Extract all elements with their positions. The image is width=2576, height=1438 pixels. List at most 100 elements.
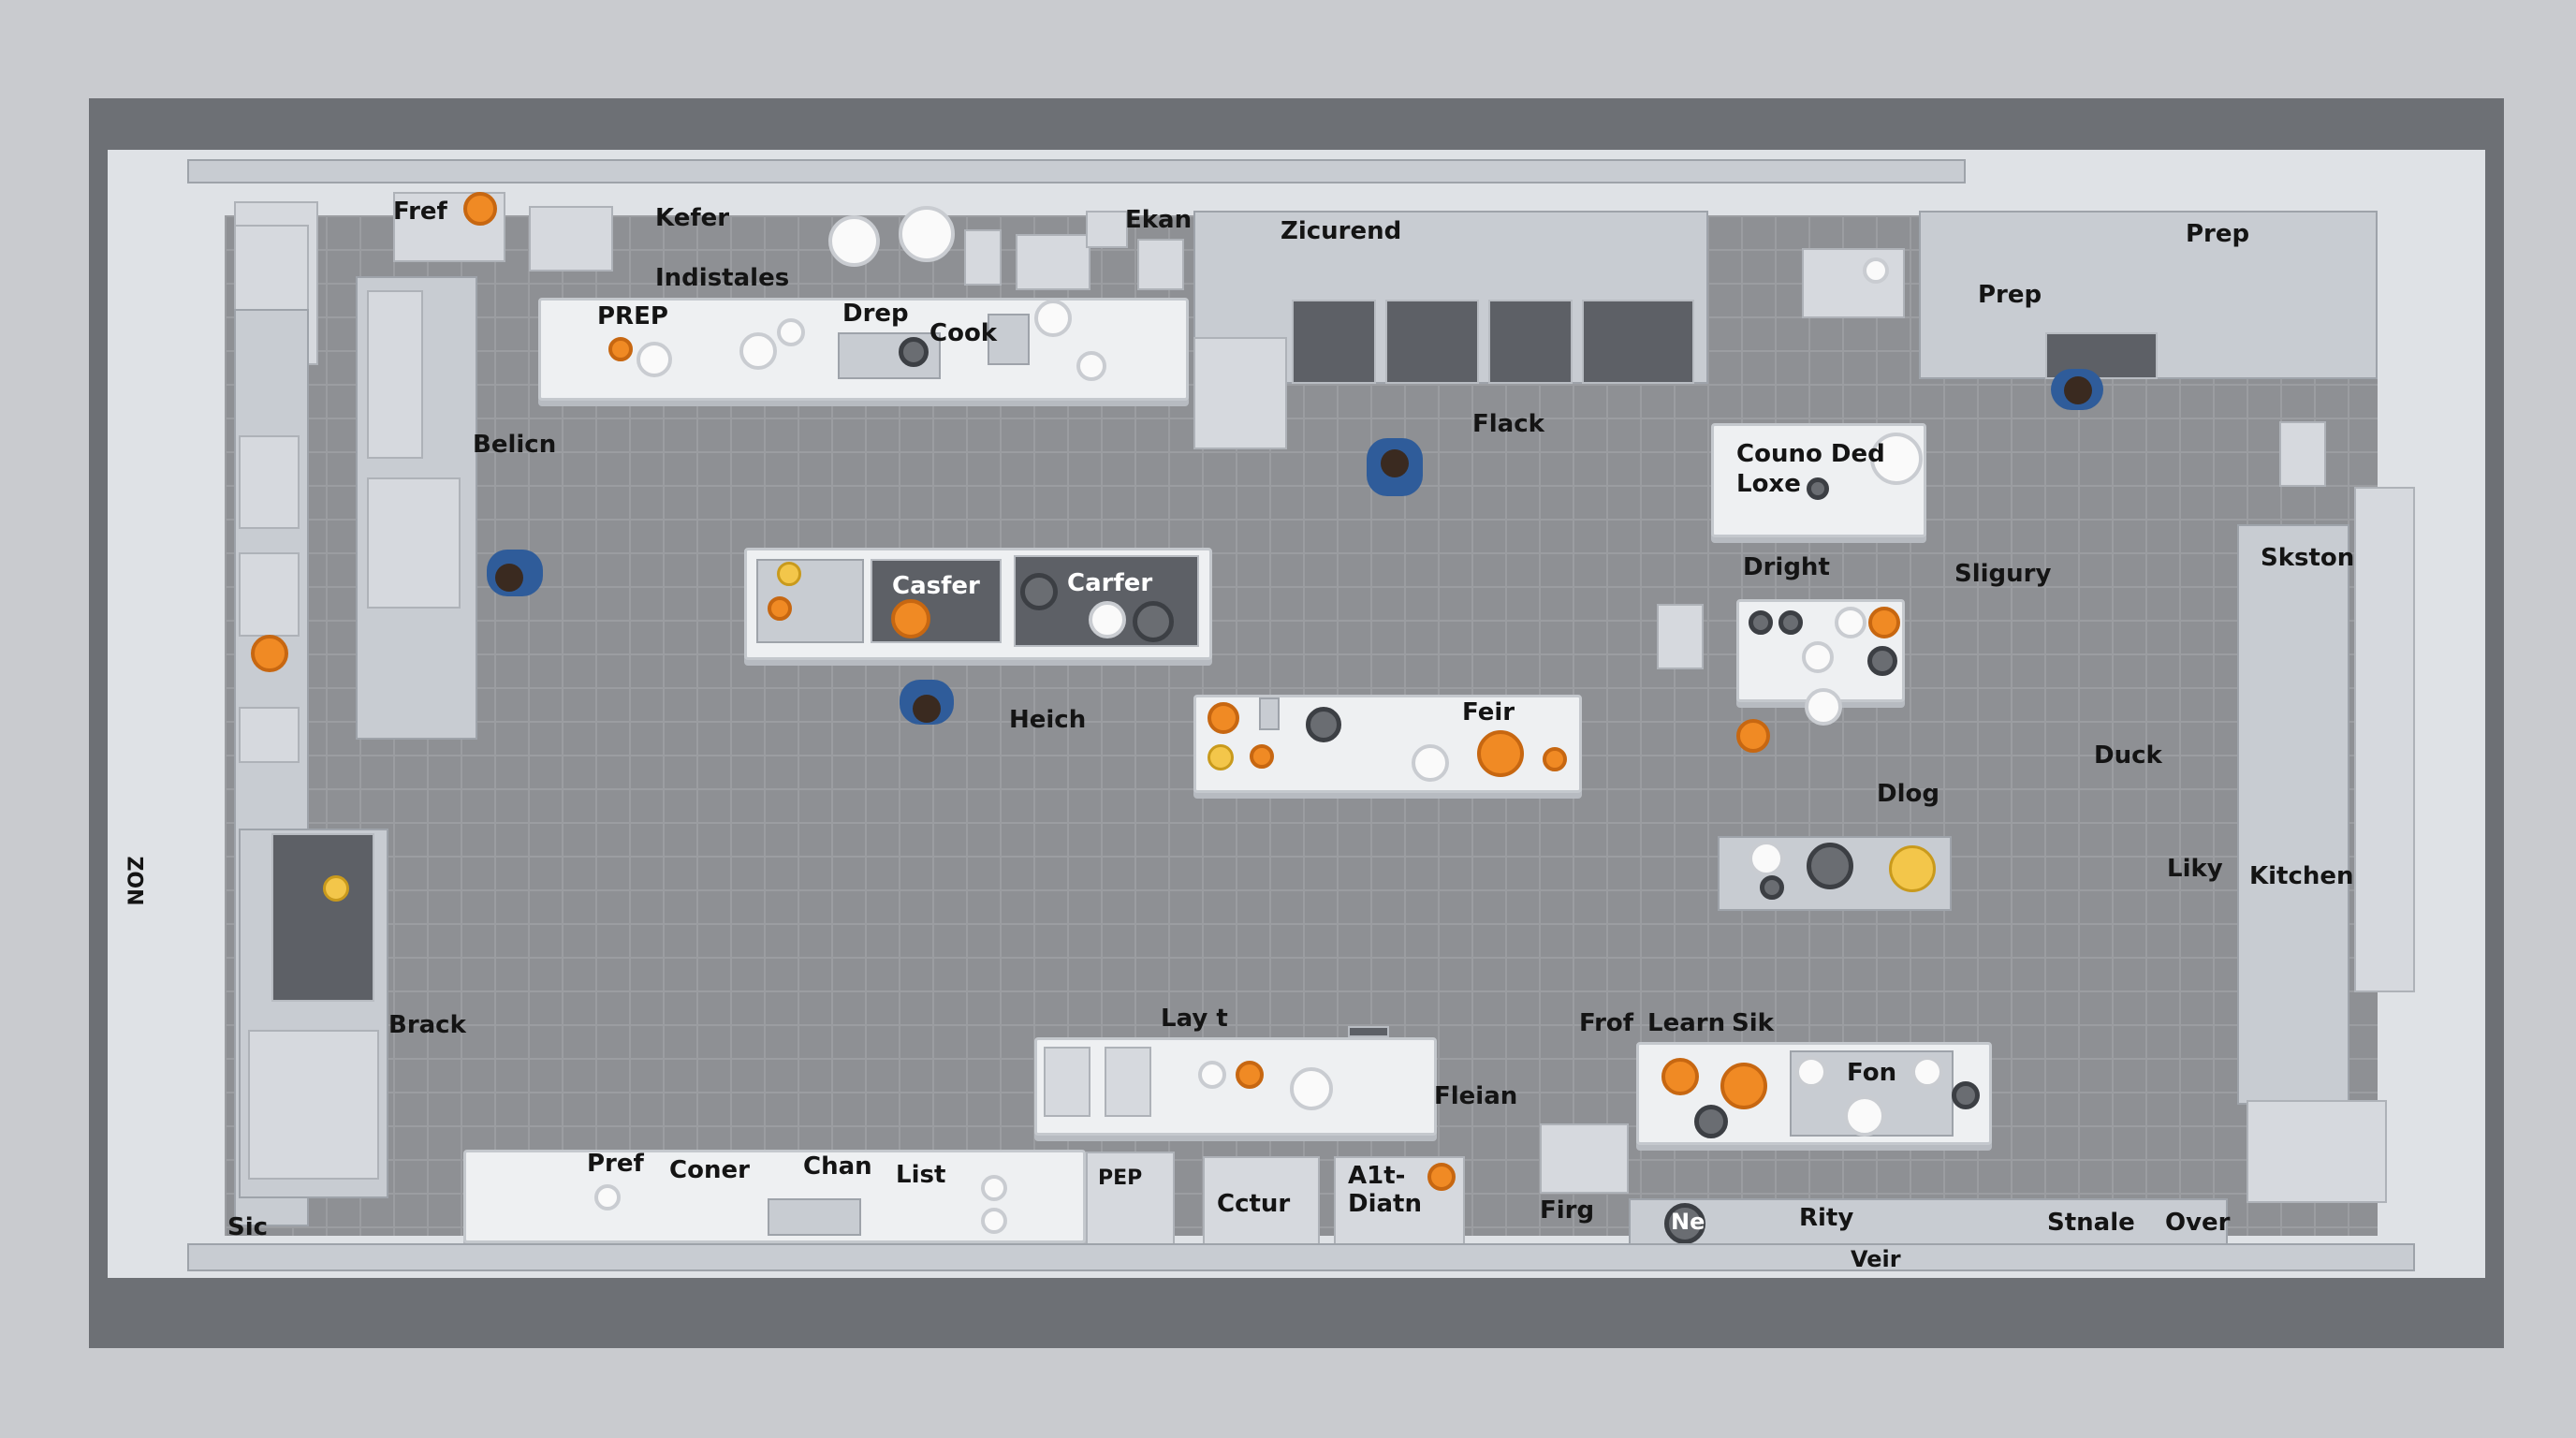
zicurend-column (1193, 337, 1287, 449)
bottom-plate-2 (981, 1175, 1007, 1201)
label-drep: Drep (842, 300, 909, 328)
casfer-cooktop (871, 559, 1002, 643)
feir-small-pan (1543, 747, 1567, 771)
label-carfer: Carfer (1067, 569, 1153, 597)
label-firg: Firg (1540, 1196, 1595, 1225)
left-wall-unit-2 (239, 552, 300, 637)
pep-station (1086, 1152, 1175, 1245)
prep-burner (899, 337, 929, 367)
shelf-plate (1863, 257, 1889, 284)
lay-t-unit-1 (1044, 1047, 1090, 1117)
bottom-sink (768, 1198, 861, 1236)
label-ekan: Ekan (1125, 206, 1193, 234)
label-heich: Heich (1009, 706, 1087, 734)
cctur-station (1203, 1156, 1320, 1245)
label-cctur: Cctur (1217, 1190, 1291, 1218)
feir-burner-1 (1306, 707, 1341, 742)
bottom-right-counter (1629, 1198, 2228, 1245)
label-kitchen: Kitchen (2249, 862, 2354, 890)
dright-burner-2 (1778, 610, 1803, 635)
label-belicn: Belicn (473, 431, 557, 459)
top-dispenser (1137, 239, 1184, 290)
label-fon: Fon (1847, 1059, 1897, 1087)
fon-plate-1 (1795, 1056, 1827, 1088)
zicurend-door-1 (1292, 300, 1376, 384)
zicurend-door-4 (1582, 300, 1694, 384)
label-zon: ZON (122, 856, 146, 906)
label-fleian: Fleian (1434, 1082, 1518, 1110)
fon-plate-3 (1911, 1056, 1943, 1088)
mixer-unit (529, 206, 613, 271)
label-liky: Liky (2167, 855, 2223, 883)
right-wall-box (2279, 421, 2326, 487)
top-register (1086, 211, 1128, 248)
label-kefer: Kefer (655, 204, 730, 232)
label-rity: Rity (1799, 1204, 1854, 1232)
feir-holder (1259, 697, 1280, 730)
label-pep: PEP (1098, 1167, 1143, 1190)
prep-plate-2 (739, 332, 777, 370)
lay-t-counter (1034, 1037, 1437, 1136)
casfer-pan-1 (768, 596, 792, 621)
feir-orange-plate (1208, 702, 1239, 734)
casfer-bowl-1 (777, 562, 801, 586)
label-indistales: Indistales (655, 264, 790, 292)
top-stock-pot-1 (828, 215, 880, 267)
chef-near-belicn (482, 545, 552, 610)
bottom-plate-3 (981, 1208, 1007, 1234)
fon-orange-ring (1661, 1058, 1699, 1095)
label-couno-ded: Couno Ded (1736, 440, 1885, 468)
fon-burner-1 (1694, 1105, 1728, 1138)
label-veir: Veir (1851, 1246, 1901, 1272)
left-bottom-box (248, 1030, 379, 1180)
label-sik: Sik (1732, 1009, 1774, 1037)
dright-orange-pan (1868, 607, 1900, 638)
left-wall-unit-1 (239, 435, 300, 529)
label-list: List (896, 1161, 946, 1189)
right-wall-bottom-unit (2247, 1100, 2387, 1203)
skston-shelving (2237, 524, 2349, 1105)
left-bottom-yellow-bowl (323, 875, 349, 902)
dlog-burner-2 (1760, 875, 1784, 900)
label-chan: Chan (803, 1152, 872, 1181)
carfer-burner-1 (1020, 573, 1058, 610)
right-wall-tall-unit (2354, 487, 2415, 992)
casfer-orange-pot (891, 599, 930, 638)
fon-burner-2 (1952, 1081, 1980, 1109)
couno-ded-knob (1807, 477, 1829, 500)
prep-tray (988, 314, 1030, 365)
label-frof: Frof (1579, 1009, 1634, 1037)
label-lay-t: Lay t (1161, 1005, 1228, 1033)
top-microwave (1016, 234, 1090, 290)
alt-diatn-orange-item (1427, 1163, 1456, 1191)
zicurend-door-2 (1385, 300, 1479, 384)
label-over: Over (2165, 1209, 2231, 1237)
bottom-plate-1 (594, 1184, 621, 1211)
carfer-plate (1089, 601, 1126, 638)
left-bottom-panel (271, 833, 374, 1002)
couno-ded-plate (1870, 433, 1923, 485)
dright-orange-bowl (1736, 719, 1770, 753)
lay-t-orange-bowl (1236, 1061, 1264, 1089)
fon-orange-plate (1720, 1063, 1767, 1109)
ne-badge (1664, 1203, 1705, 1244)
orange-pan-top (463, 192, 497, 226)
dlog-burner-1 (1807, 843, 1853, 889)
dlog-plate (1749, 841, 1784, 876)
prep-orange-bowl (608, 337, 633, 361)
prep-plate-3 (777, 318, 805, 346)
label-sic: Sic (227, 1213, 269, 1241)
label-cook: Cook (929, 319, 998, 347)
prep-plate-4 (1034, 300, 1072, 337)
label-alt-diatn: A1t- Diatn (1348, 1162, 1422, 1218)
label-dlog: Dlog (1877, 780, 1939, 808)
label-prep-counter: PREP (597, 302, 668, 330)
label-duck: Duck (2094, 741, 2162, 770)
feir-yellow-bowl (1208, 744, 1234, 770)
prep-plate-1 (637, 342, 672, 377)
belicn-inner-bottom (367, 477, 461, 609)
top-shelf (187, 159, 1966, 183)
feir-plate (1412, 744, 1449, 782)
fon-plate-2 (1844, 1095, 1885, 1137)
label-ne: Ne (1671, 1209, 1705, 1235)
